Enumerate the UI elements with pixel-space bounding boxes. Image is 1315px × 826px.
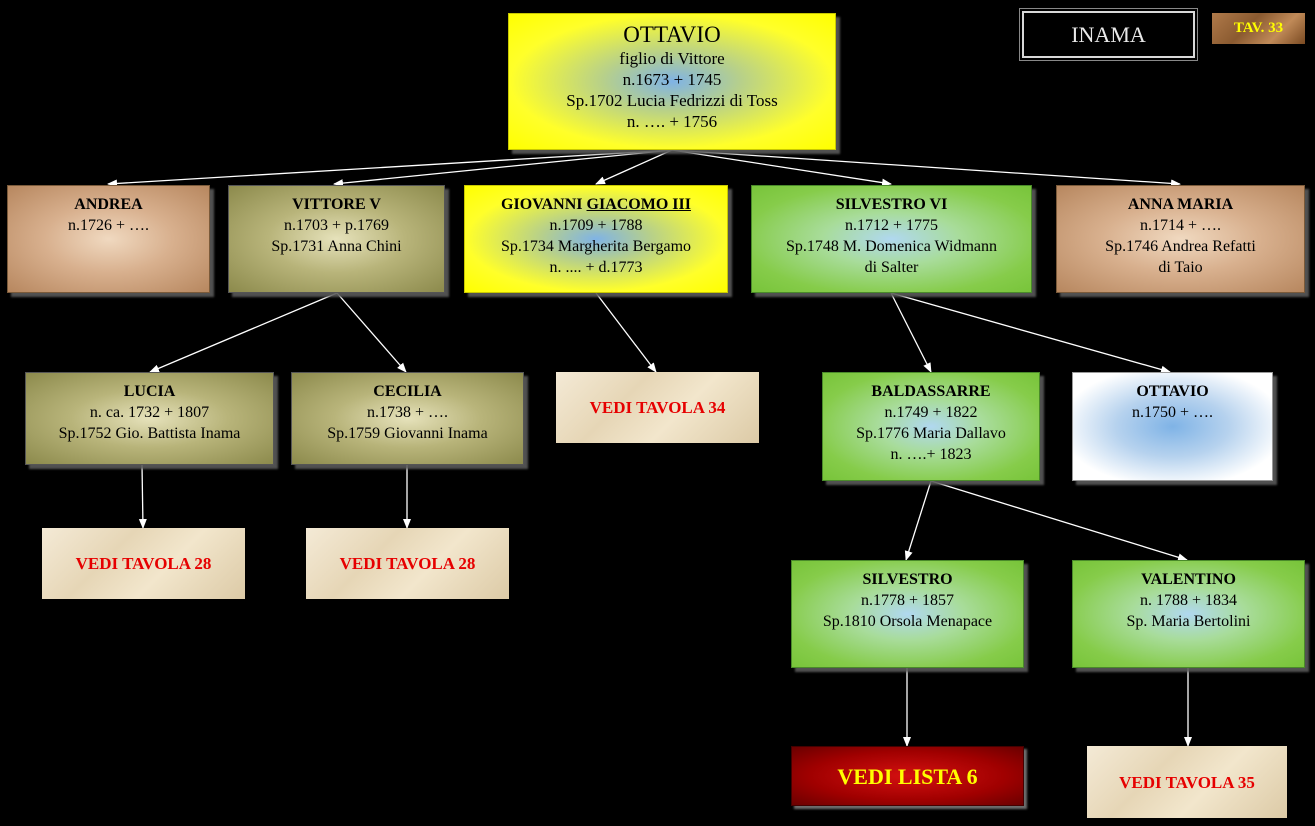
link-giovanni-ref [595,292,657,373]
link-ottavio-vittore [333,149,673,188]
link-ottavio-giovanni [595,149,673,185]
link-vittore-lucia [149,292,338,373]
person-name: BALDASSARRE [871,383,991,400]
person-name: ANDREA [74,196,143,213]
person-cecilia: CECILIA n.1738 + …. Sp.1759 Giovanni Ina… [291,372,524,465]
person-name: VITTORE V [292,196,381,213]
link-ottavio-andrea [107,149,673,188]
person-name: LUCIA [123,383,176,400]
link-silvestro-baldassarre [890,292,932,373]
link-ottavio-silvestro [671,149,892,187]
reference-tavola-28-cecilia[interactable]: VEDI TAVOLA 28 [306,528,509,599]
person-name: CECILIA [373,383,442,400]
person-giovanni-giacomo-iii: GIOVANNI GIACOMO III n.1709 + 1788 Sp.17… [464,185,728,293]
person-ottavio-1750: OTTAVIO n.1750 + …. [1072,372,1273,481]
link-baldassarre-silvestro [904,480,932,561]
person-lucia: LUCIA n. ca. 1732 + 1807 Sp.1752 Gio. Ba… [25,372,274,465]
table-number-badge: TAV. 33 [1212,13,1305,44]
person-name: SILVESTRO [862,571,953,588]
person-root-ottavio: OTTAVIO figlio di Vittore n.1673 + 1745 … [508,13,836,150]
person-name: OTTAVIO [1136,383,1209,400]
person-vittore-v: VITTORE V n.1703 + p.1769 Sp.1731 Anna C… [228,185,445,293]
reference-tavola-34[interactable]: VEDI TAVOLA 34 [556,372,759,443]
family-title: INAMA [1019,8,1198,61]
link-baldassarre-valentino [930,480,1188,562]
person-silvestro: SILVESTRO n.1778 + 1857 Sp.1810 Orsola M… [791,560,1024,668]
person-name: ANNA MARIA [1127,196,1234,213]
person-name: SILVESTRO VI [835,196,948,213]
person-andrea: ANDREA n.1726 + …. [7,185,210,293]
link-silvestro-ottavio [890,292,1171,374]
person-name: GIOVANNI GIACOMO III [501,196,691,213]
person-name: OTTAVIO [623,22,721,47]
person-anna-maria: ANNA MARIA n.1714 + …. Sp.1746 Andrea Re… [1056,185,1305,293]
reference-lista-6[interactable]: VEDI LISTA 6 [791,746,1024,806]
person-silvestro-vi: SILVESTRO VI n.1712 + 1775 Sp.1748 M. Do… [751,185,1032,293]
person-name: VALENTINO [1141,571,1236,588]
reference-tavola-28-lucia[interactable]: VEDI TAVOLA 28 [42,528,245,599]
link-ottavio-annamaria [671,149,1181,188]
person-valentino: VALENTINO n. 1788 + 1834 Sp. Maria Berto… [1072,560,1305,668]
link-vittore-cecilia [336,292,407,373]
reference-tavola-35[interactable]: VEDI TAVOLA 35 [1087,746,1287,818]
link-lucia-ref [138,464,147,529]
person-baldassarre: BALDASSARRE n.1749 + 1822 Sp.1776 Maria … [822,372,1040,481]
